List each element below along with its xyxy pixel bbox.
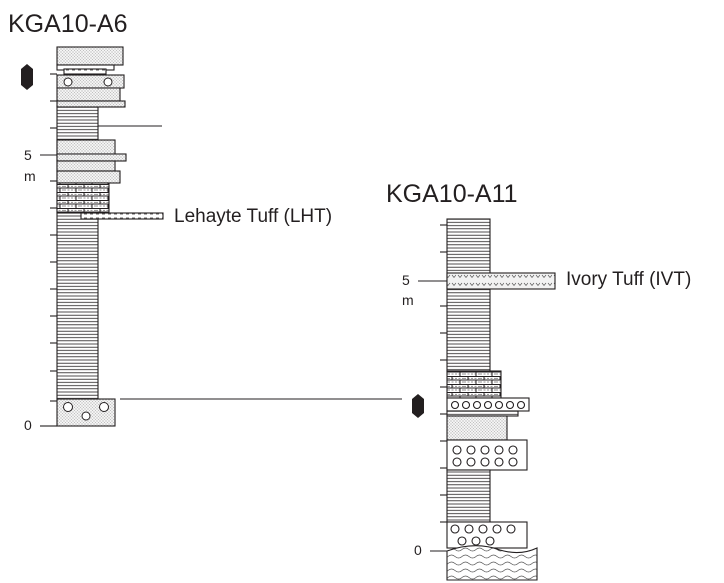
a6-scale-unit: m (24, 168, 36, 184)
ivory-tuff-label: Ivory Tuff (IVT) (566, 269, 692, 290)
a11-laminated-mudstone-lower (446, 469, 491, 523)
a6-scale-zero: 0 (24, 417, 32, 433)
lehayte-tuff-label: Lehayte Tuff (LHT) (174, 206, 333, 227)
a6-scale (40, 73, 57, 427)
tooth-fossil-icon (21, 64, 33, 90)
a11-scale-five: 5 (402, 272, 410, 288)
a6-brick-unit (56, 182, 110, 214)
section-title-a11: KGA10-A11 (386, 180, 518, 208)
a11-column (446, 218, 556, 581)
a11-ivory-tuff-bed (446, 272, 556, 290)
a11-scale-zero: 0 (414, 542, 422, 558)
a6-scale-five: 5 (24, 147, 32, 163)
a11-scale (418, 224, 447, 552)
a11-scale-unit: m (402, 292, 414, 308)
a6-sandstone-top (56, 46, 124, 66)
a6-lehayte-tuff-bed (80, 212, 164, 220)
a11-laminated-mudstone-upper (446, 218, 491, 372)
a6-column (56, 46, 164, 427)
tooth-fossil-icon (412, 394, 424, 418)
a11-basement (446, 545, 538, 581)
section-title-a6: KGA10-A6 (8, 10, 128, 38)
a11-brick-unit (446, 370, 502, 399)
a11-sandstone (446, 415, 508, 441)
